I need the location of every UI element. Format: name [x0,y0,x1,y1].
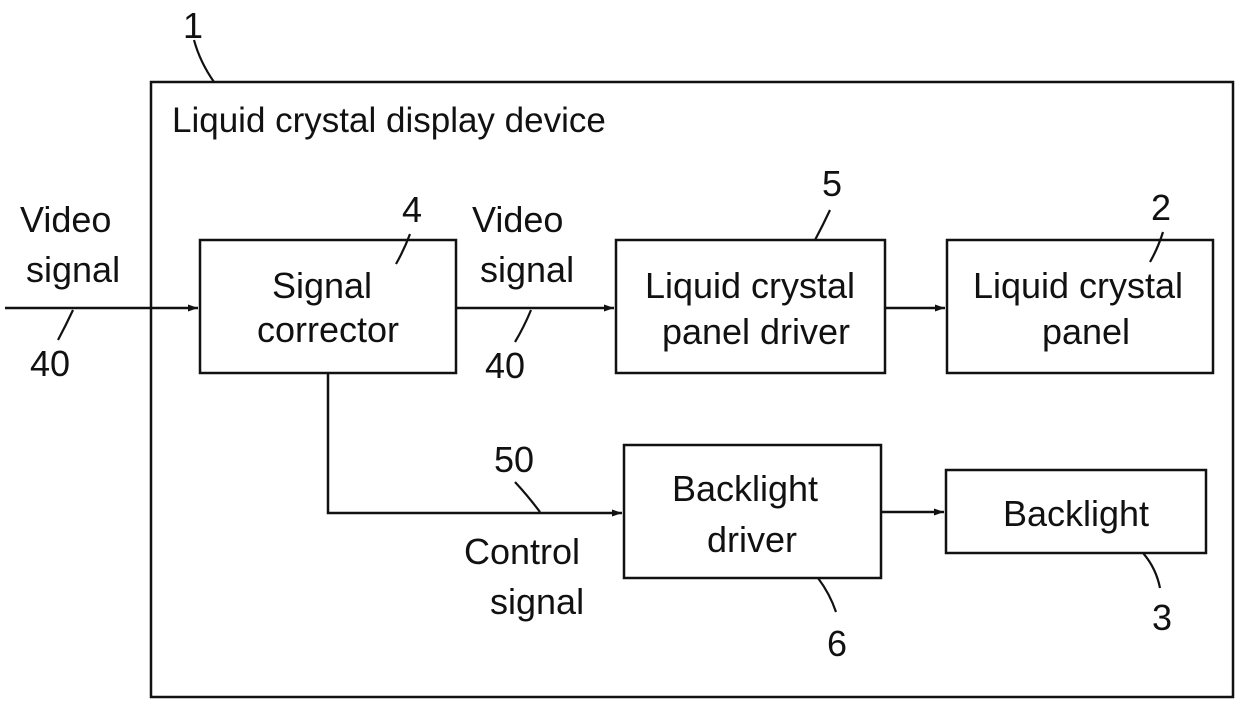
device-ref-leader [194,40,214,82]
device-ref-number: 1 [183,5,203,46]
input-video-ref-leader [58,310,73,340]
panel-driver-block [616,240,885,373]
panel-ref-number: 2 [1151,187,1171,228]
backlight-driver-label-line2: driver [707,519,797,560]
device-frame [151,82,1233,697]
input-video-label-line2: signal [26,249,120,290]
panel-driver-label-line2: panel driver [662,311,850,352]
device-title: Liquid crystal display device [172,101,606,140]
control-signal-label-line2: signal [490,581,584,622]
signal-corrector-block [200,240,456,373]
signal-corrector-label-line1: Signal [272,265,372,306]
corrected-video-label-line1: Video [472,199,563,240]
control-signal-ref-number: 50 [494,439,534,480]
panel-block [947,240,1213,373]
control-signal-label-line1: Control [464,531,580,572]
backlight-ref-number: 3 [1152,597,1172,638]
panel-label-line1: Liquid crystal [973,265,1183,306]
backlight-label: Backlight [1003,493,1149,534]
panel-driver-ref-number: 5 [822,163,842,204]
backlight-driver-label-line1: Backlight [672,468,818,509]
signal-corrector-label-line2: corrector [257,309,399,350]
corrected-video-label-line2: signal [480,249,574,290]
panel-label-line2: panel [1042,311,1130,352]
input-video-label-line1: Video [20,199,111,240]
signal-corrector-ref-number: 4 [402,189,422,230]
corrected-video-ref-number: 40 [485,345,525,386]
panel-driver-label-line1: Liquid crystal [645,265,855,306]
backlight-driver-ref-number: 6 [827,623,847,664]
input-video-ref-number: 40 [30,343,70,384]
